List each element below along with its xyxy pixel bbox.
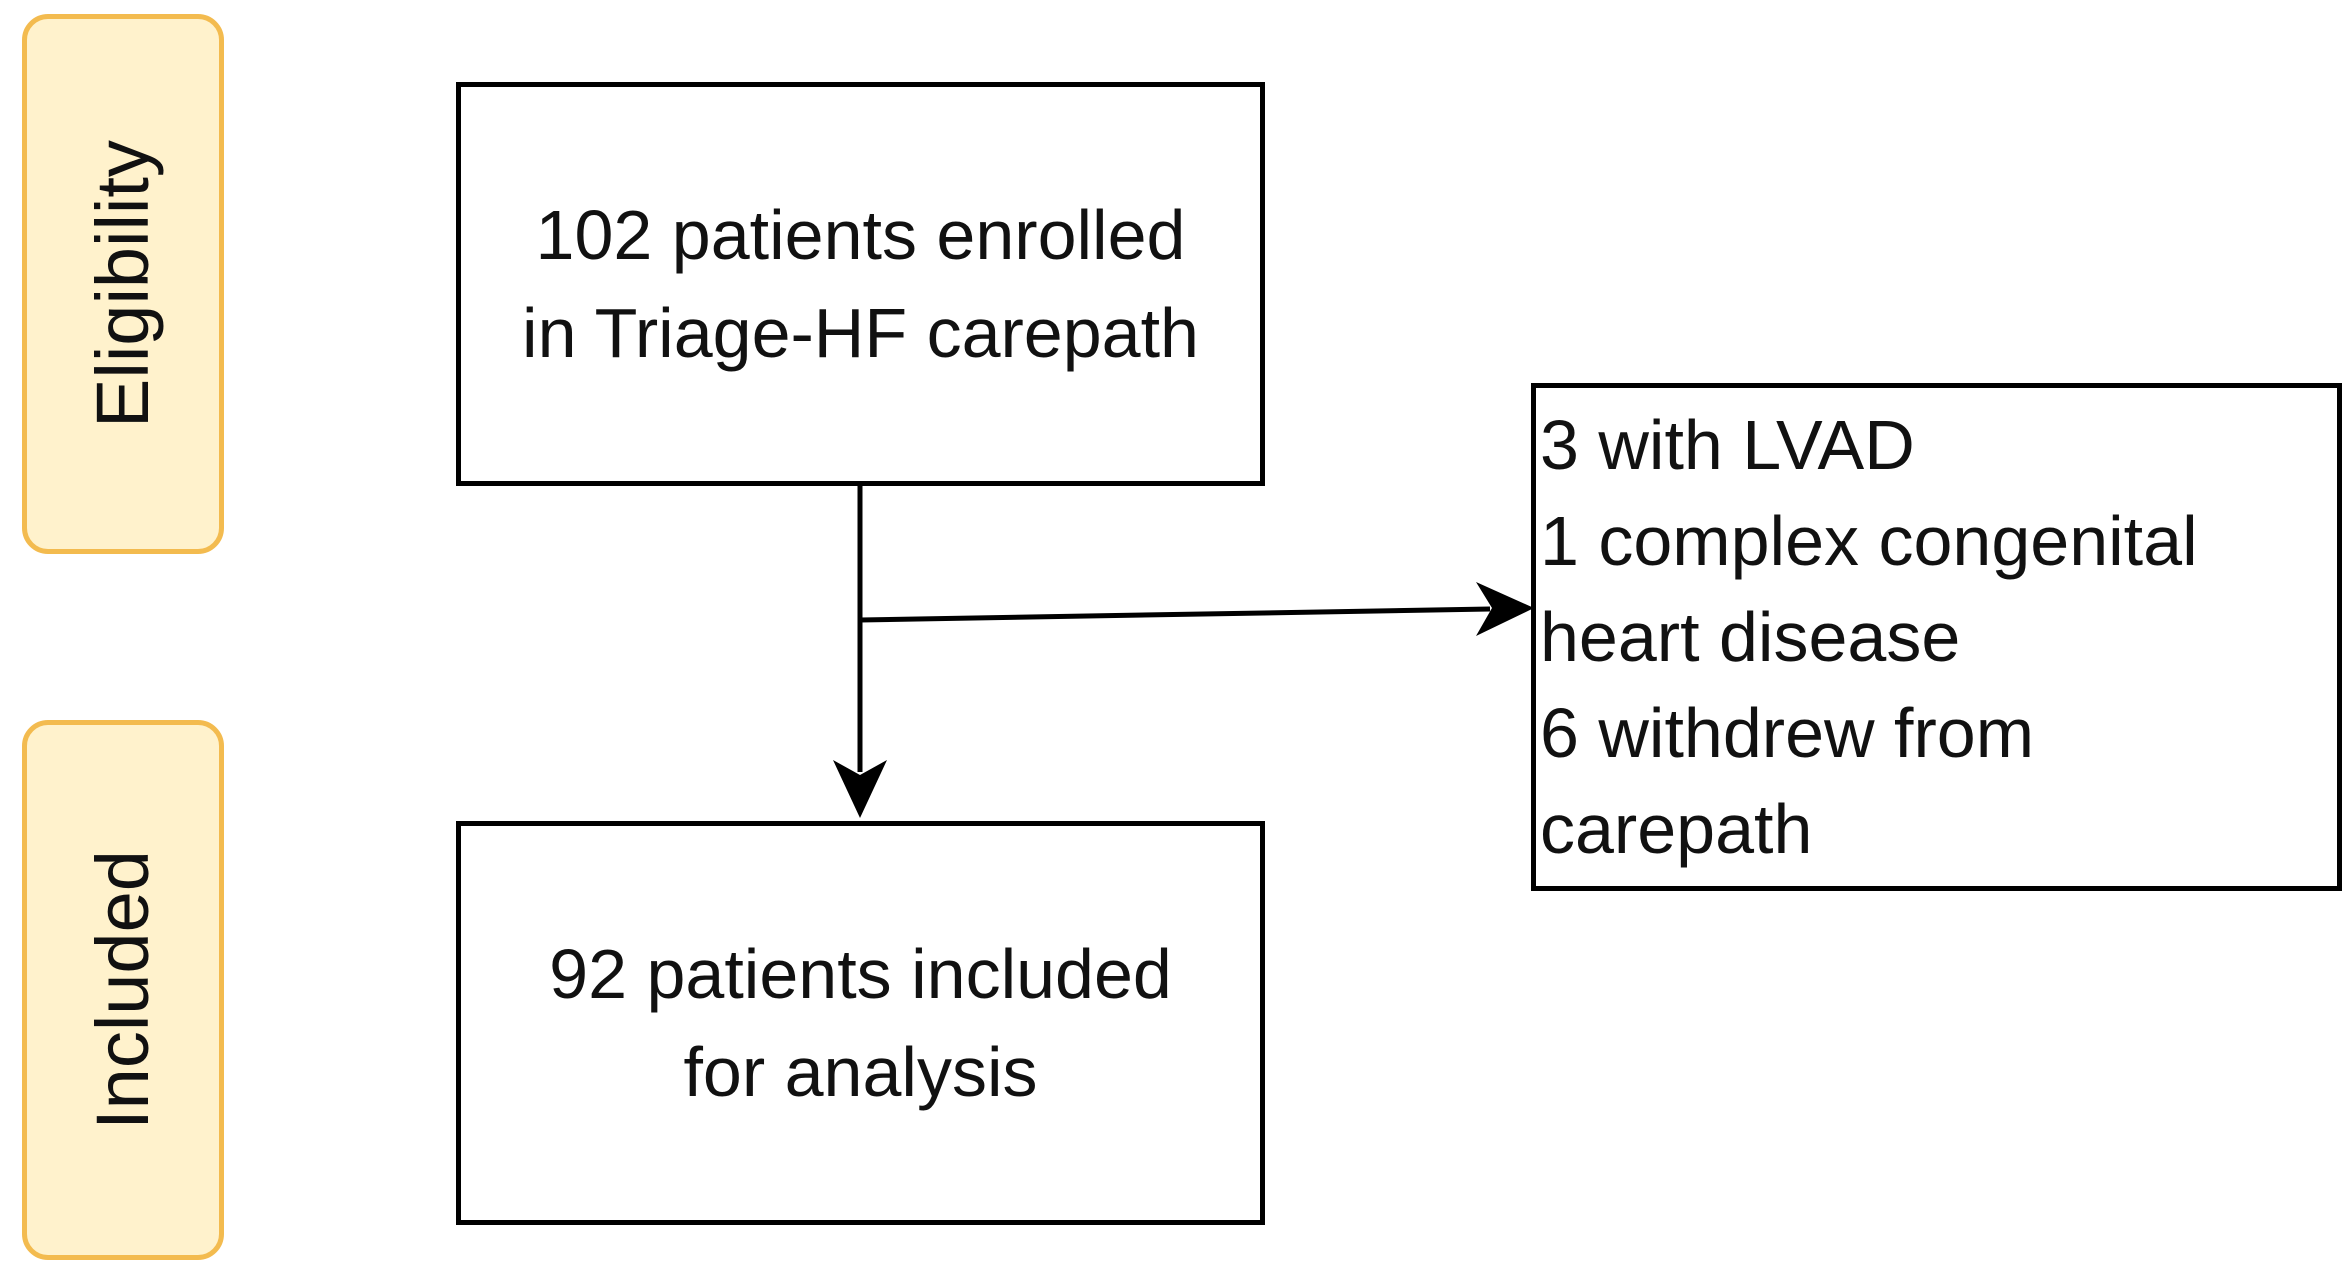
excluded-box: 3 with LVAD 1 complex congenital heart d… [1531, 383, 2342, 891]
right-arrow-head [1476, 582, 1534, 636]
excluded-box-text: 3 with LVAD 1 complex congenital heart d… [1540, 406, 2198, 868]
enrolled-box: 102 patients enrolled in Triage-HF carep… [456, 82, 1265, 486]
exclusion-flow-line [859, 606, 1491, 623]
included-box-text: 92 patients included for analysis [549, 935, 1172, 1111]
enrolled-box-text: 102 patients enrolled in Triage-HF carep… [522, 196, 1199, 372]
down-arrow-head [833, 760, 887, 818]
included-box: 92 patients included for analysis [456, 821, 1265, 1225]
stage-tab-included: Included [22, 720, 224, 1260]
stage-tab-eligibility: Eligibility [22, 14, 224, 554]
